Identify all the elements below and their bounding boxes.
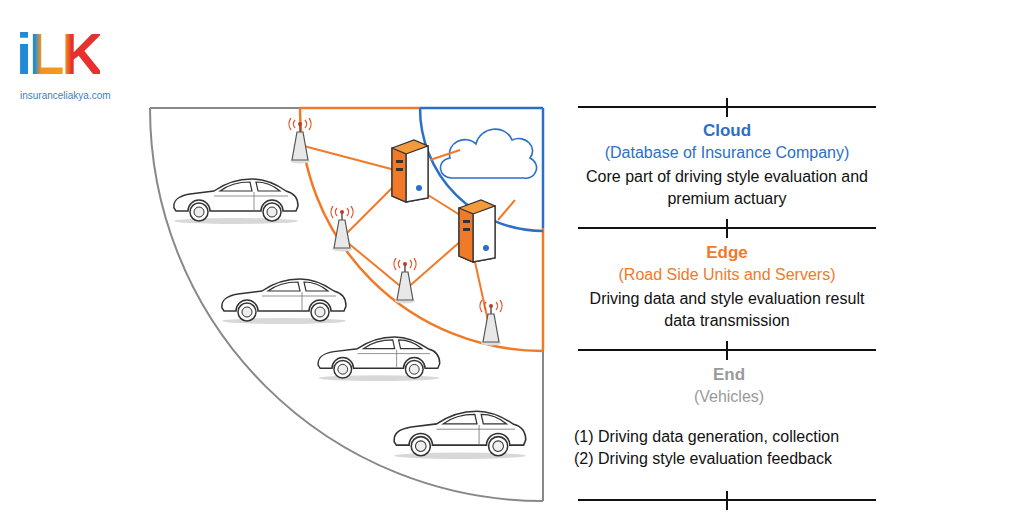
cloud-layer: Cloud(Database of Insurance Company)Core… (567, 120, 887, 210)
vehicle (318, 337, 440, 381)
edge-layer: Edge(Road Side Units and Servers)Driving… (567, 242, 887, 332)
logo-mark: iLK (16, 22, 100, 86)
layer-title: Cloud (567, 120, 887, 142)
layer-description: Core part of driving style evaluation an… (585, 166, 870, 210)
vehicle (222, 279, 346, 324)
list-item: (1) Driving data generation, collection (574, 426, 884, 448)
road-side-unit (331, 206, 353, 252)
cloud-icon (440, 129, 536, 178)
layer-subtitle: (Vehicles) (574, 386, 884, 408)
road-side-unit (394, 258, 416, 304)
layer-title: End (574, 364, 884, 386)
layer-title: Edge (567, 242, 887, 264)
server (392, 140, 428, 202)
layer-subtitle: (Database of Insurance Company) (567, 142, 887, 164)
server (459, 200, 495, 262)
vehicle (174, 179, 298, 224)
edge-region (300, 108, 543, 351)
end-layer: End(Vehicles) (1) Driving data generation… (574, 364, 884, 470)
logo-url: insuranceliakya.com (20, 90, 111, 102)
vehicle (394, 411, 526, 459)
end-region (150, 108, 543, 501)
road-side-unit (289, 118, 311, 164)
road-side-unit (480, 300, 502, 346)
list-item: (2) Driving style evaluation feedback (574, 448, 884, 470)
layer-subtitle: (Road Side Units and Servers) (567, 264, 887, 286)
layer-description: Driving data and style evaluation result… (585, 288, 870, 332)
